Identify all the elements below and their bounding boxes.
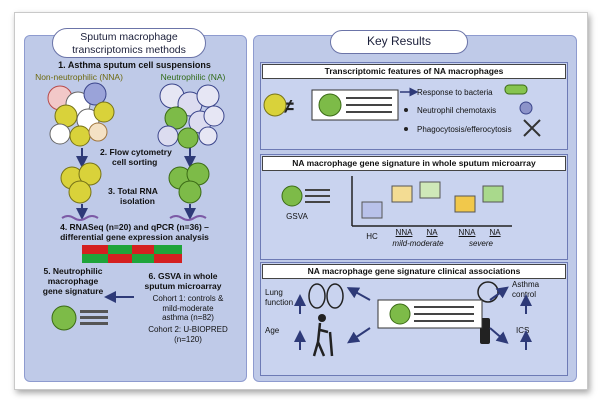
group-nna-severe: NNA xyxy=(458,228,476,237)
step5-line2: macrophage xyxy=(47,276,99,286)
step4-line2: differential gene expression analysis xyxy=(60,232,209,242)
association-arrows xyxy=(294,286,532,350)
gsva-box-2 xyxy=(391,185,413,203)
gsva-box-4 xyxy=(454,195,476,213)
methods-title-line2: transcriptomics methods xyxy=(72,44,186,56)
phagocytosis-icon xyxy=(523,119,541,137)
step5-label: 5. Neutrophilic macrophage gene signatur… xyxy=(32,266,114,296)
cohort1-line1: Cohort 1: controls & xyxy=(152,294,224,303)
face-breathing-icon xyxy=(477,281,499,303)
step2-line1: 2. Flow cytometry xyxy=(100,147,172,157)
label-age: Age xyxy=(265,326,280,335)
feature-item-1: Response to bacteria xyxy=(417,88,493,97)
gsva-group-boxes xyxy=(361,181,504,219)
nna-cell-cluster xyxy=(47,82,115,147)
step1-label: 1. Asthma sputum cell suspensions xyxy=(58,60,211,70)
na-cell-cluster xyxy=(157,83,225,149)
gsva-box-5 xyxy=(482,185,504,203)
section1-header: Transcriptomic features of NA macrophage… xyxy=(262,64,566,79)
cohort1-line2: mild-moderate xyxy=(162,303,214,313)
cohort2-label: Cohort 2: U-BIOPRED (n=120) xyxy=(136,325,240,344)
section2-header: NA macrophage gene signature in whole sp… xyxy=(262,156,566,171)
not-equal-sign: ≠ xyxy=(283,96,294,118)
step2-line2: cell sorting xyxy=(112,157,158,167)
feature-item-2: Neutrophil chemotaxis xyxy=(417,106,497,115)
elderly-person-icon xyxy=(312,314,334,357)
step5-line3: gene signature xyxy=(42,286,104,296)
na-sorted-macrophages xyxy=(168,162,210,204)
label-lung-function: Lung function xyxy=(265,288,294,307)
chemotaxis-icon xyxy=(519,101,533,115)
signature-macrophage xyxy=(51,305,108,331)
section3-macrophage-box xyxy=(377,299,483,329)
group-na-mild: NA xyxy=(426,228,438,237)
step4-line1: 4. RNASeq (n=20) and qPCR (n=36) – xyxy=(60,222,209,232)
section3-header: NA macrophage gene signature clinical as… xyxy=(262,264,566,279)
step3-line1: 3. Total RNA xyxy=(108,186,158,196)
nna-label: Non-neutrophilic (NNA) xyxy=(35,72,123,82)
group-label-severe: severe xyxy=(468,239,493,248)
methods-title-line1: Sputum macrophage xyxy=(80,31,178,43)
cohort1-label: Cohort 1: controls & mild-moderate asthm… xyxy=(136,294,240,323)
group-nna-mild: NNA xyxy=(395,228,413,237)
lungs-icon xyxy=(308,283,344,309)
rna-strands xyxy=(61,215,207,221)
step3-line2: isolation xyxy=(120,196,155,206)
gsva-plot-axes xyxy=(351,176,512,227)
group-label-mild: mild-moderate xyxy=(392,239,444,248)
group-hc: HC xyxy=(366,232,378,241)
feature-item-3: Phagocytosis/efferocytosis xyxy=(417,125,512,134)
expression-heatmap xyxy=(82,245,182,263)
step4-label: 4. RNASeq (n=20) and qPCR (n=36) – diffe… xyxy=(24,222,245,242)
bacteria-icon xyxy=(504,84,528,95)
step6-line1: 6. GSVA in whole xyxy=(148,271,218,281)
step3-label: 3. Total RNA isolation xyxy=(108,186,178,206)
cohort2-line2: (n=120) xyxy=(174,334,202,344)
methods-title: Sputum macrophage transcriptomics method… xyxy=(52,28,206,58)
nna-sorted-macrophages xyxy=(60,162,102,204)
group-na-severe: NA xyxy=(489,228,501,237)
step6-line2: sputum microarray xyxy=(144,281,222,291)
gsva-macrophage xyxy=(281,185,330,207)
step6-label: 6. GSVA in whole sputum microarray xyxy=(128,271,238,291)
cohort1-line3: asthma (n=82) xyxy=(162,313,214,322)
gsva-box-1 xyxy=(361,201,383,219)
section1-macrophages xyxy=(263,87,419,131)
gsva-label: GSVA xyxy=(286,212,308,221)
results-title: Key Results xyxy=(330,30,468,54)
cohort2-line1: Cohort 2: U-BIOPRED xyxy=(148,325,228,334)
gsva-box-3 xyxy=(419,181,441,199)
step5-line1: 5. Neutrophilic xyxy=(43,266,103,276)
step2-label: 2. Flow cytometry cell sorting xyxy=(100,147,210,167)
na-label: Neutrophilic (NA) xyxy=(160,72,226,82)
section2-box xyxy=(260,154,568,260)
